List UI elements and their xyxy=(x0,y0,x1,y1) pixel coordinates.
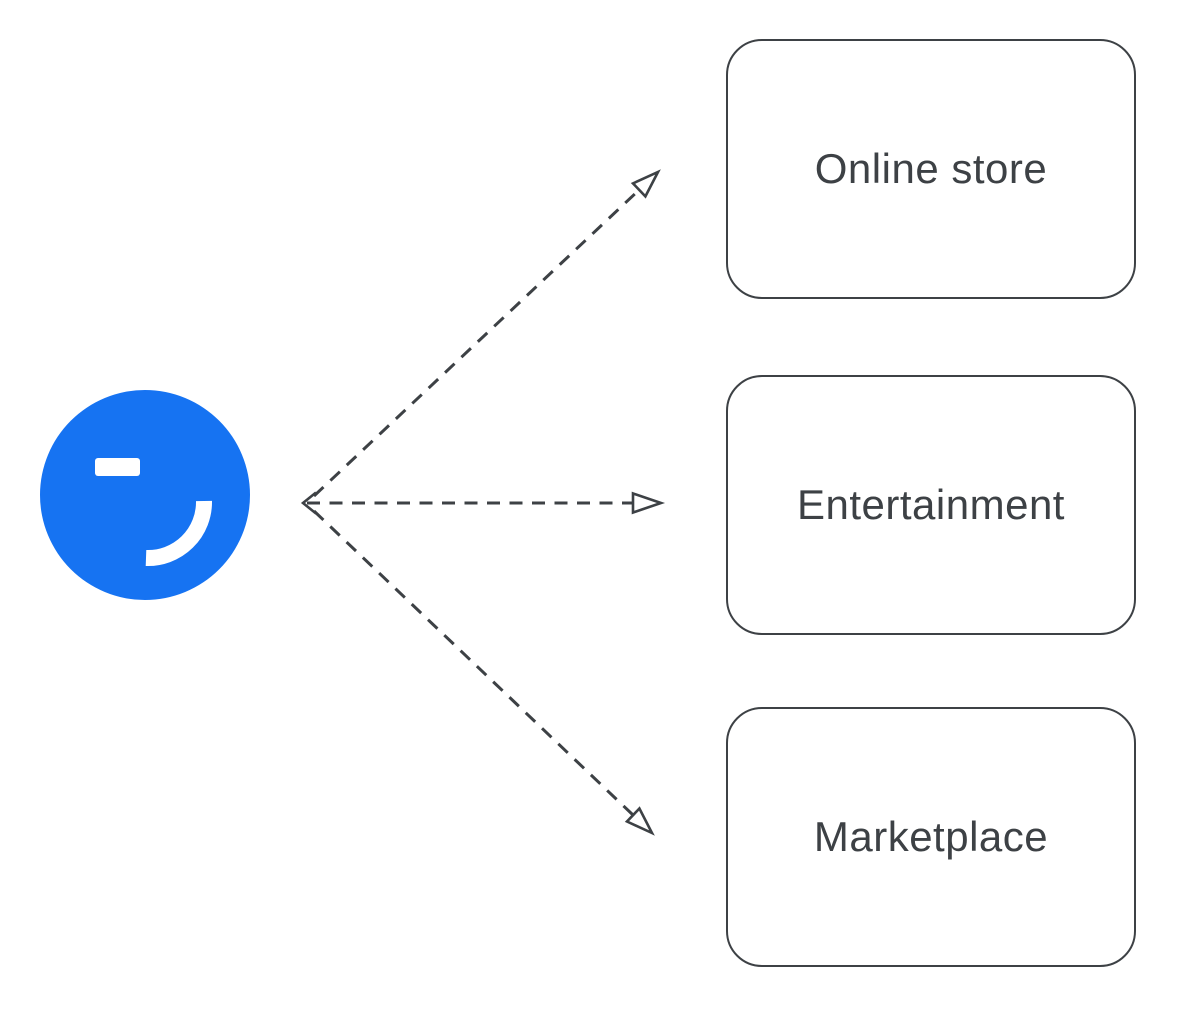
smiley-face-circle xyxy=(40,390,250,600)
node-marketplace: Marketplace xyxy=(726,707,1136,967)
node-online-store: Online store xyxy=(726,39,1136,299)
arrowtail-chevron-icon xyxy=(300,491,317,515)
edge-to-online-store xyxy=(312,188,641,498)
node-online-store-label: Online store xyxy=(814,145,1048,192)
node-entertainment-label: Entertainment xyxy=(797,481,1065,528)
smiley-eye xyxy=(95,458,140,476)
arrowhead-entertainment-icon xyxy=(631,491,666,515)
node-entertainment: Entertainment xyxy=(726,375,1136,635)
arrowhead-online-store-icon xyxy=(630,169,661,199)
node-marketplace-label: Marketplace xyxy=(813,813,1049,860)
smiley-smile xyxy=(145,500,213,567)
arrowhead-marketplace-icon xyxy=(624,806,655,836)
winking-smiley-icon xyxy=(40,390,250,600)
edge-to-marketplace xyxy=(312,509,635,817)
